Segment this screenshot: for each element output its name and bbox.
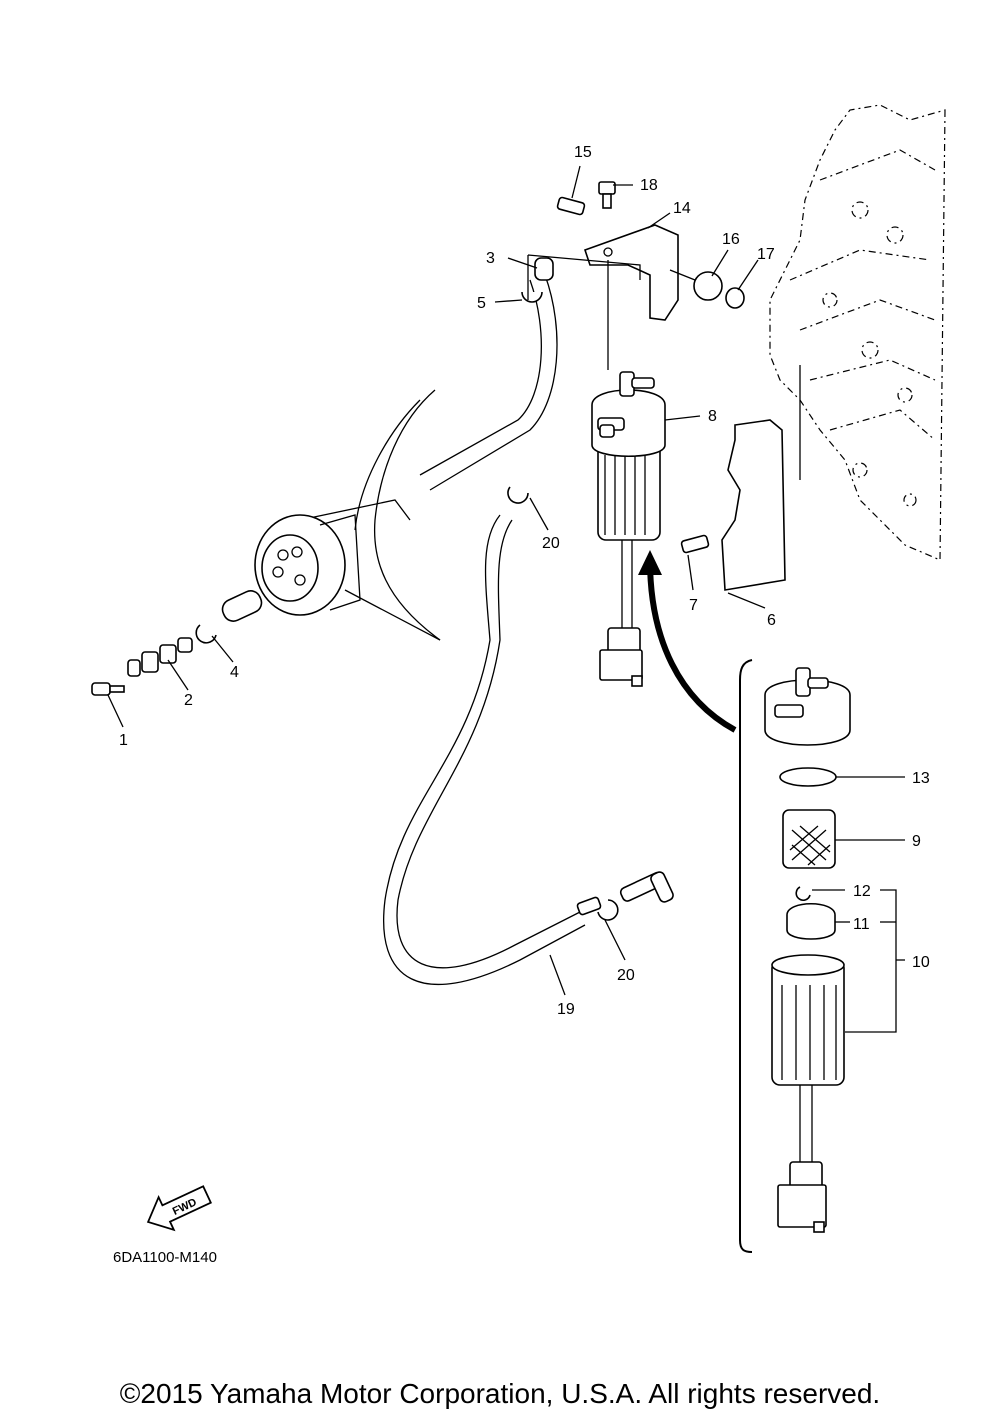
- part-label-5: 5: [477, 295, 486, 312]
- part-label-7: 7: [689, 597, 698, 614]
- part-label-19: 19: [557, 1001, 575, 1018]
- clamps-and-joints: [507, 254, 674, 921]
- bracket-assembly: [556, 181, 745, 370]
- part-label-15: 15: [574, 144, 592, 161]
- part-label-17: 17: [757, 246, 775, 263]
- part-label-1: 1: [119, 732, 128, 749]
- part-number-labels: 1 2 3 4 5 6 7 8 9 10 11 12 13 14 15 16 1…: [119, 144, 930, 1018]
- cover-plate: [680, 365, 801, 591]
- part-label-20-lower: 20: [617, 967, 635, 984]
- fuel-filter-assembly: [591, 371, 666, 687]
- fuel-hose-19: [383, 514, 586, 986]
- drawing-code: 6DA1100-M140: [113, 1249, 217, 1266]
- fuel-hose-upper: [419, 274, 558, 491]
- cowling-illustration: [254, 389, 441, 641]
- part-label-9: 9: [912, 833, 921, 850]
- part-label-6: 6: [767, 612, 776, 629]
- part-label-13: 13: [912, 770, 930, 787]
- part-label-14: 14: [673, 200, 691, 217]
- copyright-notice: ©2015 Yamaha Motor Corporation, U.S.A. A…: [119, 1378, 881, 1409]
- engine-block-illustration: [769, 104, 946, 561]
- part-label-3: 3: [486, 250, 495, 267]
- leader-lines: [107, 165, 905, 1033]
- forward-direction-arrow: FWD: [146, 1185, 213, 1232]
- part-label-11: 11: [853, 916, 870, 933]
- exploded-filter-parts: [764, 667, 851, 1233]
- part-label-10: 10: [912, 954, 930, 971]
- detail-callout-arrow: [638, 550, 737, 733]
- part-label-18: 18: [640, 177, 658, 194]
- part-label-4: 4: [230, 664, 239, 681]
- part-label-8: 8: [708, 408, 717, 425]
- inlet-fittings: [91, 590, 263, 696]
- part-label-2: 2: [184, 692, 193, 709]
- exploded-view-frame: [739, 659, 753, 1253]
- part-label-20-upper: 20: [542, 535, 560, 552]
- part-label-16: 16: [722, 231, 740, 248]
- part-label-12: 12: [853, 883, 871, 900]
